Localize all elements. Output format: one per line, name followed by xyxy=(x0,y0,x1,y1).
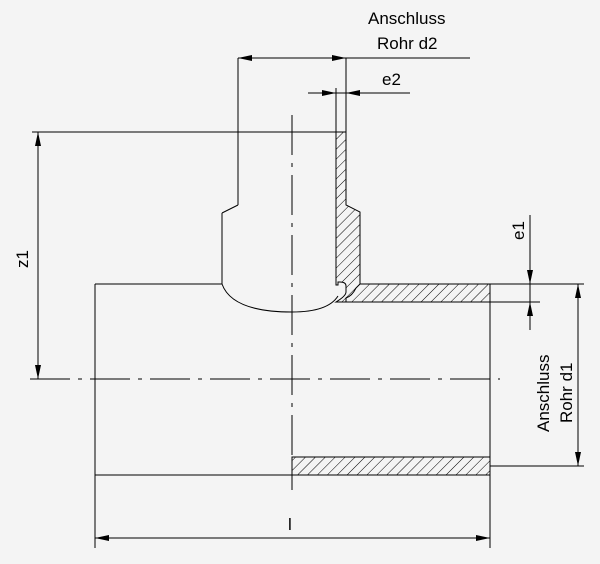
bottom-wall-hatch xyxy=(291,456,491,476)
d1-label-line2: Rohr d1 xyxy=(557,363,576,423)
branch-wall-hatch xyxy=(334,131,491,303)
dimension-z1: z1 xyxy=(13,131,336,379)
z1-label: z1 xyxy=(13,250,32,268)
e1-label: e1 xyxy=(509,221,528,240)
dimension-e1: e1 xyxy=(490,215,584,330)
centerlines xyxy=(30,115,500,490)
top-wall-hatch xyxy=(345,283,491,303)
d2-label-line1: Anschluss xyxy=(368,9,445,28)
d1-label-line1: Anschluss xyxy=(534,355,553,432)
dimension-l: l xyxy=(94,475,491,548)
d2-label-line2: Rohr d2 xyxy=(377,34,437,53)
e2-label: e2 xyxy=(382,70,401,89)
dimension-d1: Anschluss Rohr d1 xyxy=(490,284,584,467)
dimension-d2: Anschluss Rohr d2 xyxy=(237,9,470,132)
l-label: l xyxy=(288,515,292,534)
hatched-walls xyxy=(291,131,491,476)
branch-socket xyxy=(221,131,346,313)
dimension-e2: e2 xyxy=(308,70,410,132)
